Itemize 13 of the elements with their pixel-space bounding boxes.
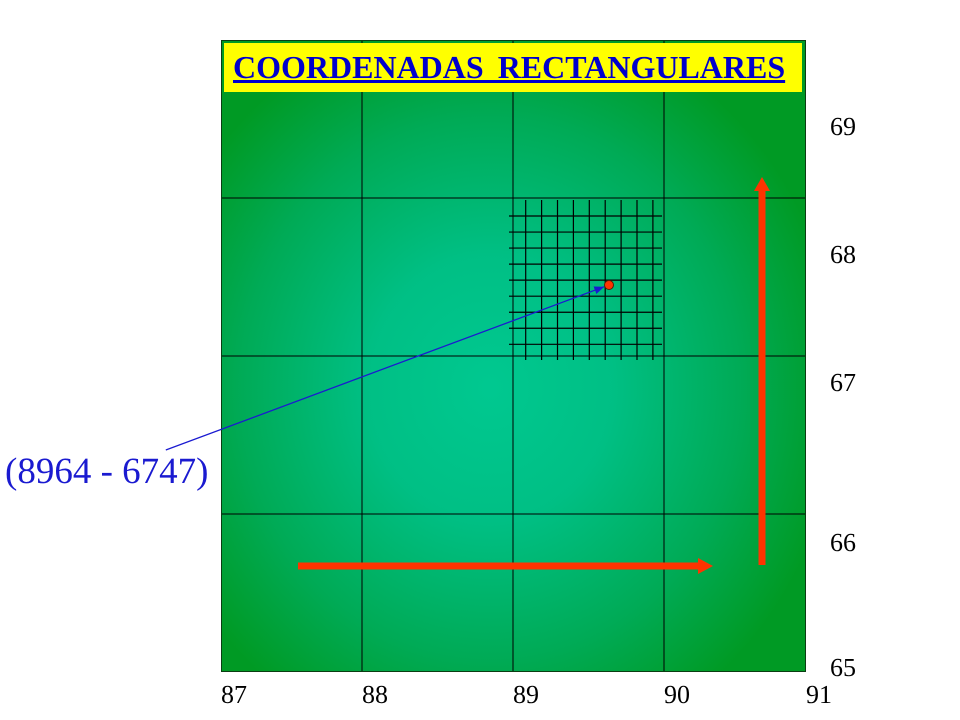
axis-label: 68 [830, 242, 856, 268]
leader-line [166, 286, 605, 451]
axis-label: 65 [830, 655, 856, 681]
axis-label: 89 [513, 682, 539, 708]
axis-label: 90 [664, 682, 690, 708]
axis-label: 87 [221, 682, 247, 708]
coordinate-label: (8964 - 6747) [5, 450, 208, 494]
axis-label: 67 [830, 370, 856, 396]
axis-label: 88 [362, 682, 388, 708]
title-banner: COORDENADAS RECTANGULARES [224, 43, 802, 92]
axis-label: 69 [830, 114, 856, 140]
axis-label: 66 [830, 530, 856, 556]
axis-label: 91 [806, 682, 832, 708]
